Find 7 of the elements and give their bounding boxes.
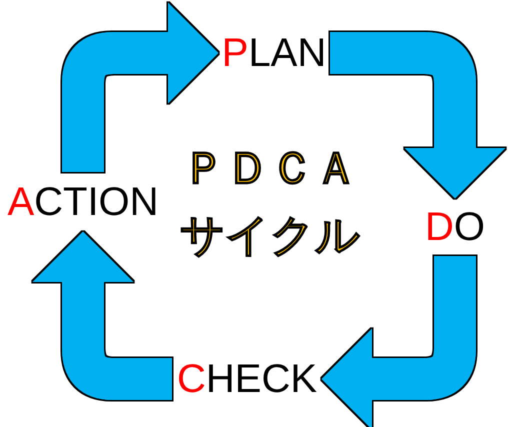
center-title-text: サイクル bbox=[179, 212, 361, 260]
stage-label: DO bbox=[424, 204, 485, 250]
center-title-text: ＰＤＣＡ bbox=[181, 145, 359, 194]
stage-label: ACTION bbox=[7, 180, 159, 224]
stage-label: PLAN bbox=[222, 30, 326, 76]
stage-label: CHECK bbox=[176, 356, 318, 402]
curved-block-arrow bbox=[32, 232, 172, 400]
